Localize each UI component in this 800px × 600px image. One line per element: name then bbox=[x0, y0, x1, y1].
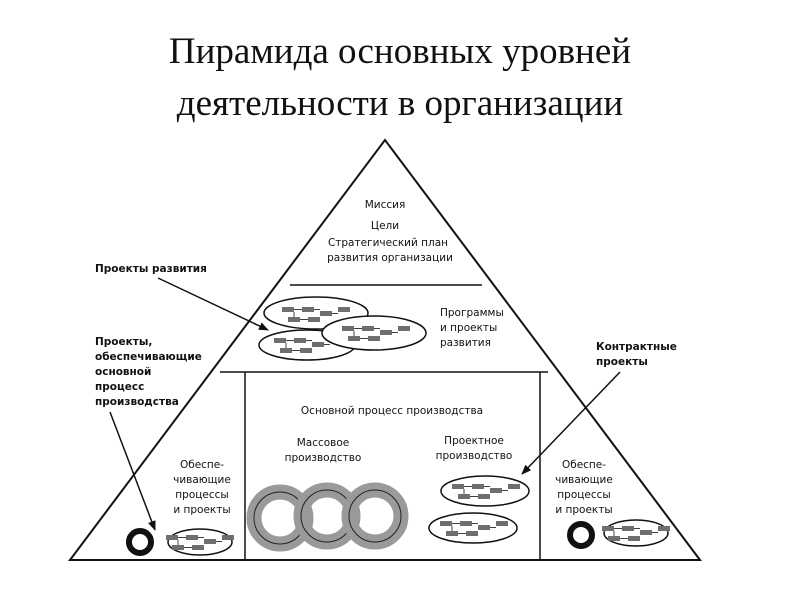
arrow-contract-projects bbox=[521, 371, 621, 475]
project-ellipse bbox=[428, 512, 518, 544]
strategic-plan-label: Стратегический план bbox=[328, 237, 448, 249]
dev-project-ellipse bbox=[321, 315, 427, 351]
callout-contract-1: Контрактные bbox=[596, 341, 677, 353]
callout-supporting-5: производства bbox=[95, 396, 179, 408]
callout-supporting-2: обеспечивающие bbox=[95, 351, 202, 363]
support-right-cycle-icon bbox=[567, 521, 595, 549]
support-left-ellipse bbox=[165, 528, 235, 556]
programs-label: Программы bbox=[440, 307, 504, 319]
arrow-dev-projects bbox=[157, 277, 269, 331]
support-left-cycle-icon bbox=[126, 528, 154, 556]
cycle-arrow-icon bbox=[341, 482, 409, 550]
main-process-label: Основной процесс производства bbox=[301, 405, 483, 417]
callout-supporting-3: основной bbox=[95, 366, 151, 378]
support-left-label-3: процессы bbox=[175, 489, 228, 501]
mass-production-label: Массовое bbox=[297, 437, 350, 449]
support-right-label-1: Обеспе- bbox=[562, 459, 606, 471]
support-right-ellipse bbox=[601, 519, 671, 547]
support-right-label-2: чивающие bbox=[555, 474, 613, 486]
project-ellipse bbox=[440, 475, 530, 507]
mass-production-cycle-arrows bbox=[246, 482, 409, 552]
mission-label: Миссия bbox=[365, 199, 406, 211]
goals-label: Цели bbox=[371, 220, 399, 232]
callout-dev-projects: Проекты развития bbox=[95, 263, 207, 275]
programs-label-3: развития bbox=[440, 337, 491, 349]
callout-supporting-4: процесс bbox=[95, 381, 144, 393]
project-production-label: Проектное bbox=[444, 435, 504, 447]
callout-supporting-1: Проекты, bbox=[95, 336, 152, 348]
development-projects-group bbox=[258, 296, 427, 361]
support-left-label-2: чивающие bbox=[173, 474, 231, 486]
project-production-group bbox=[428, 475, 530, 544]
support-left-label-1: Обеспе- bbox=[180, 459, 224, 471]
callout-contract-2: проекты bbox=[596, 356, 648, 368]
support-right-label-3: процессы bbox=[557, 489, 610, 501]
strategic-plan-label-2: развития организации bbox=[327, 252, 453, 264]
slide-title-line-1: Пирамида основных уровней bbox=[168, 31, 632, 72]
programs-label-2: и проекты bbox=[440, 322, 497, 334]
arrow-supporting-projects bbox=[109, 411, 156, 531]
pyramid-outline bbox=[68, 138, 702, 561]
slide-title-line-2: деятельности в организации bbox=[176, 83, 624, 124]
support-left-label-4: и проекты bbox=[173, 504, 230, 516]
support-right-label-4: и проекты bbox=[555, 504, 612, 516]
project-production-label-2: производство bbox=[436, 450, 513, 462]
mass-production-label-2: производство bbox=[285, 452, 362, 464]
